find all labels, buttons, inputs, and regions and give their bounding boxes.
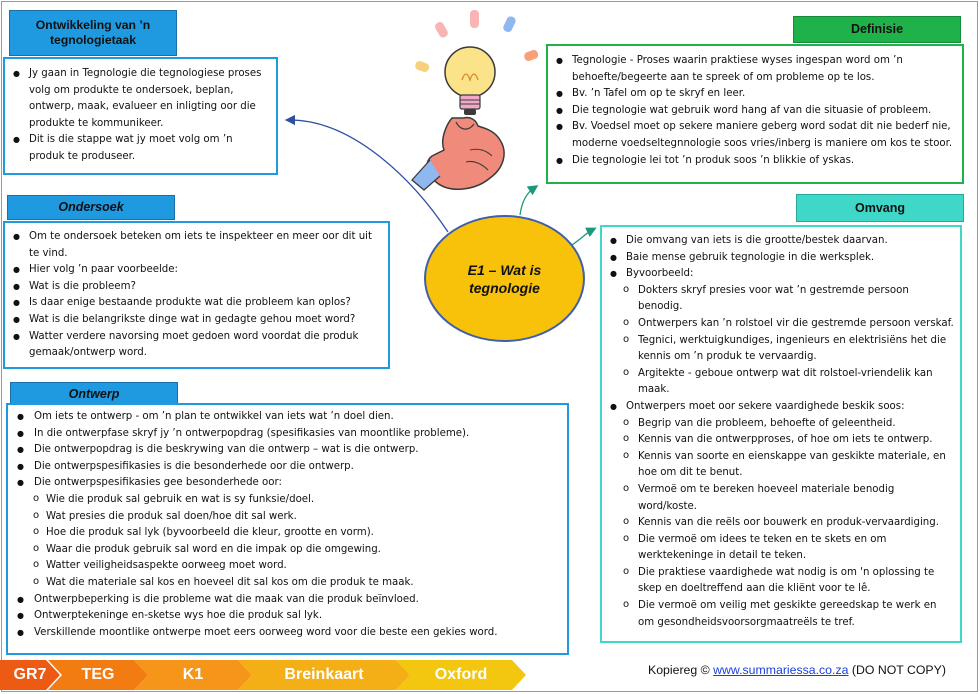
sub-list-item: Wie die produk sal gebruik en wat is sy … [8, 491, 561, 509]
copyright-notice: Kopiereg © www.summariessa.co.za (DO NOT… [648, 663, 946, 677]
copyright-link[interactable]: www.summariessa.co.za [713, 663, 849, 677]
center-topic: E1 – Wat is tegnologie [424, 215, 585, 342]
list-item: Wat is die belangrikste dinge wat in ged… [7, 312, 382, 329]
connector-omvang [571, 227, 597, 246]
ondersoek-box: Om te ondersoek beteken om iets te inspe… [3, 221, 390, 369]
list-item: Die ontwerpspesifikasies gee besonderhed… [8, 475, 561, 492]
sub-list-item: Begrip van die probleem, behoefte of gel… [604, 415, 954, 433]
development-title: Ontwikkeling van ’n tegnologietaak [9, 10, 177, 56]
sub-list-item: Ontwerpers kan ’n rolstoel vir die gestr… [604, 315, 954, 333]
omvang-box: Die omvang van iets is die grootte/beste… [600, 225, 962, 643]
list-item: Tegnologie - Proses waarin praktiese wys… [550, 53, 956, 86]
sub-list-item: Tegnici, werktuigkundiges, ingenieurs en… [604, 332, 954, 366]
breadcrumb-type: Breinkaart [238, 660, 410, 690]
sub-list-item: Die praktiese vaardighede wat nodig is o… [604, 564, 954, 598]
sub-list-item: Dokters skryf presies voor wat ’n gestre… [604, 282, 954, 316]
list-item: Dit is die stappe wat jy moet volg om ’n… [7, 132, 268, 165]
sub-list-item: Wat presies die produk sal doen/hoe dit … [8, 508, 561, 526]
sub-list-item: Argitekte - geboue ontwerp wat dit rolst… [604, 365, 954, 399]
list-item: In die ontwerpfase skryf jy ’n ontwerpop… [8, 426, 561, 443]
omvang-title: Omvang [796, 194, 964, 222]
breadcrumb-subject: TEG [48, 660, 148, 690]
sub-list-item: Die vermoë om veilig met geskikte gereed… [604, 597, 954, 631]
ondersoek-title: Ondersoek [7, 195, 175, 220]
sub-list-item: Vermoë om te bereken hoeveel materiale b… [604, 481, 954, 515]
list-item: Ontwerpers moet oor sekere vaardighede b… [604, 399, 954, 416]
sub-list-item: Watter veiligheidsaspekte oorweeg moet w… [8, 557, 561, 575]
list-item: Bv. ’n Tafel om op te skryf en leer. [550, 86, 956, 103]
connector-definisie [519, 185, 539, 216]
list-item: Byvoorbeeld: [604, 266, 954, 283]
list-item: Die ontwerpspesifikasies is die besonder… [8, 459, 561, 476]
list-item: Jy gaan in Tegnologie die tegnologiese p… [7, 66, 268, 132]
list-item: Bv. Voedsel moet op sekere maniere geber… [550, 119, 956, 152]
sub-list-item: Kennis van die reëls oor bouwerk en prod… [604, 514, 954, 532]
definisie-box: Tegnologie - Proses waarin praktiese wys… [546, 44, 964, 184]
center-title: E1 – Wat is tegnologie [467, 261, 542, 296]
list-item: Ontwerptekeninge en-sketse wys hoe die p… [8, 608, 561, 625]
list-item: Baie mense gebruik tegnologie in die wer… [604, 250, 954, 267]
sub-list-item: Wat die materiale sal kos en hoeveel dit… [8, 574, 561, 592]
ontwerp-box: Om iets te ontwerp - om ’n plan te ontwi… [6, 403, 569, 655]
ontwerp-title: Ontwerp [10, 382, 178, 406]
list-item: Hier volg ’n paar voorbeelde: [7, 262, 382, 279]
list-item: Verskillende moontlike ontwerpe moet eer… [8, 625, 561, 642]
copyright-prefix: Kopiereg © [648, 663, 710, 677]
breadcrumb-publisher: Oxford [396, 660, 526, 690]
definisie-title: Definisie [793, 16, 961, 43]
list-item: Ontwerpbeperking is die probleme wat die… [8, 592, 561, 609]
list-item: Om iets te ontwerp - om ’n plan te ontwi… [8, 409, 561, 426]
list-item: Die ontwerpopdrag is die beskrywing van … [8, 442, 561, 459]
breadcrumb-term: K1 [134, 660, 252, 690]
sub-list-item: Kennis van soorte en eienskappe van gesk… [604, 448, 954, 482]
list-item: Om te ondersoek beteken om iets te inspe… [7, 229, 382, 262]
development-box: Jy gaan in Tegnologie die tegnologiese p… [3, 57, 278, 175]
breadcrumb-grade: GR7 [0, 660, 60, 690]
list-item: Die omvang van iets is die grootte/beste… [604, 233, 954, 250]
sub-list-item: Kennis van die ontwerpproses, of hoe om … [604, 431, 954, 449]
list-item: Is daar enige bestaande produkte wat die… [7, 295, 382, 312]
copyright-suffix: (DO NOT COPY) [851, 663, 946, 677]
sub-list-item: Die vermoë om idees te teken en te skets… [604, 531, 954, 565]
list-item: Die tegnologie lei tot ’n produk soos ’n… [550, 153, 956, 170]
list-item: Die tegnologie wat gebruik word hang af … [550, 103, 956, 120]
sub-list-item: Hoe die produk sal lyk (byvoorbeeld die … [8, 524, 561, 542]
list-item: Watter verdere navorsing moet gedoen wor… [7, 329, 382, 362]
connector-development [284, 114, 449, 233]
list-item: Wat is die probleem? [7, 279, 382, 296]
sub-list-item: Waar die produk gebruik sal word en die … [8, 541, 561, 559]
